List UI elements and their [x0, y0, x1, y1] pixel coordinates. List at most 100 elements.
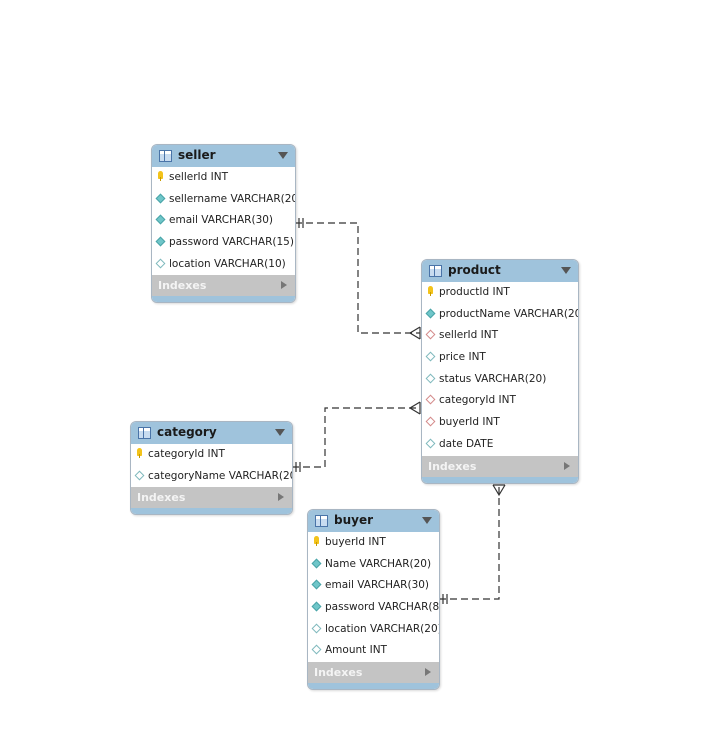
not-null-column-icon: [155, 214, 166, 225]
relationship-seller-product: [295, 222, 420, 334]
column-icon: [311, 644, 322, 655]
column-icon: [311, 623, 322, 634]
table-name: buyer: [334, 513, 374, 527]
relationship-buyer-product: [439, 485, 500, 600]
column-row[interactable]: sellername VARCHAR(20): [152, 189, 295, 211]
table-name: seller: [178, 148, 216, 162]
table-icon: [315, 515, 328, 527]
table-seller[interactable]: seller sellerId INT sellername VARCHAR(20)…: [151, 144, 296, 304]
not-null-column-icon: [311, 558, 322, 569]
table-footer: [422, 476, 578, 483]
indexes-section[interactable]: Indexes: [422, 455, 578, 477]
primary-key-icon: [428, 286, 433, 296]
table-category[interactable]: category categoryId INT categoryName VARCH…: [130, 421, 293, 516]
expand-arrow-icon[interactable]: [425, 668, 431, 677]
column-row[interactable]: email VARCHAR(30): [152, 210, 295, 232]
table-header[interactable]: product: [422, 260, 578, 282]
collapse-arrow-icon[interactable]: [275, 429, 285, 436]
column-label: productName VARCHAR(20): [439, 307, 579, 320]
indexes-section[interactable]: Indexes: [131, 487, 292, 509]
column-row[interactable]: Name VARCHAR(20): [308, 554, 439, 576]
column-row[interactable]: categoryId INT: [422, 390, 578, 412]
column-icon: [425, 373, 436, 384]
collapse-arrow-icon[interactable]: [422, 517, 432, 524]
column-icon: [155, 258, 166, 269]
column-label: sellername VARCHAR(20): [169, 192, 296, 205]
column-label: email VARCHAR(30): [169, 214, 274, 227]
column-label: price INT: [439, 351, 486, 364]
table-footer: [308, 683, 439, 690]
table-footer: [152, 296, 295, 303]
foreign-key-icon: [425, 394, 436, 405]
indexes-label: Indexes: [428, 459, 477, 473]
table-header[interactable]: category: [131, 422, 292, 444]
column-label: sellerId INT: [439, 329, 499, 342]
column-row[interactable]: password VARCHAR(8): [308, 597, 439, 619]
column-icon: [425, 351, 436, 362]
column-row[interactable]: categoryId INT: [131, 444, 292, 466]
expand-arrow-icon[interactable]: [281, 281, 287, 290]
primary-key-icon: [158, 171, 163, 181]
column-row[interactable]: email VARCHAR(30): [308, 575, 439, 597]
table-icon: [138, 427, 151, 439]
table-header[interactable]: seller: [152, 145, 295, 167]
column-label: Name VARCHAR(20): [325, 557, 432, 570]
table-product[interactable]: product productId INT productName VARCHAR(…: [421, 259, 579, 484]
table-footer: [131, 508, 292, 515]
column-label: status VARCHAR(20): [439, 372, 547, 385]
column-row[interactable]: productId INT: [422, 282, 578, 304]
column-row[interactable]: sellerId INT: [422, 325, 578, 347]
table-icon: [429, 265, 442, 277]
collapse-arrow-icon[interactable]: [278, 152, 288, 159]
indexes-label: Indexes: [137, 491, 186, 505]
expand-arrow-icon[interactable]: [564, 461, 570, 470]
column-label: email VARCHAR(30): [325, 579, 430, 592]
column-label: location VARCHAR(10): [169, 257, 286, 270]
column-label: categoryName VARCHAR(20): [148, 469, 293, 482]
not-null-column-icon: [155, 193, 166, 204]
column-row[interactable]: location VARCHAR(20): [308, 619, 439, 641]
table-name: category: [157, 425, 217, 439]
column-label: productId INT: [439, 286, 510, 298]
table-name: product: [448, 263, 501, 277]
primary-key-icon: [314, 536, 319, 546]
foreign-key-icon: [425, 416, 436, 427]
column-row[interactable]: buyerId INT: [422, 412, 578, 434]
indexes-section[interactable]: Indexes: [152, 275, 295, 297]
not-null-column-icon: [425, 308, 436, 319]
foreign-key-icon: [425, 329, 436, 340]
column-row[interactable]: Amount INT: [308, 640, 439, 662]
column-row[interactable]: password VARCHAR(15): [152, 232, 295, 254]
column-row[interactable]: sellerId INT: [152, 167, 295, 189]
collapse-arrow-icon[interactable]: [561, 267, 571, 274]
column-icon: [134, 470, 145, 481]
expand-arrow-icon[interactable]: [278, 493, 284, 502]
column-label: date DATE: [439, 437, 494, 450]
column-row[interactable]: status VARCHAR(20): [422, 369, 578, 391]
column-icon: [425, 438, 436, 449]
column-row[interactable]: date DATE: [422, 434, 578, 456]
column-label: Amount INT: [325, 644, 387, 657]
relationship-category-product: [292, 407, 420, 468]
column-label: categoryId INT: [439, 394, 516, 407]
column-row[interactable]: buyerId INT: [308, 532, 439, 554]
column-label: buyerId INT: [439, 416, 500, 429]
column-row[interactable]: categoryName VARCHAR(20): [131, 466, 292, 488]
column-row[interactable]: location VARCHAR(10): [152, 254, 295, 276]
indexes-label: Indexes: [314, 666, 363, 680]
column-label: sellerId INT: [169, 171, 229, 183]
column-label: location VARCHAR(20): [325, 622, 440, 635]
primary-key-icon: [137, 448, 142, 458]
column-row[interactable]: price INT: [422, 347, 578, 369]
not-null-column-icon: [155, 236, 166, 247]
indexes-section[interactable]: Indexes: [308, 662, 439, 684]
column-row[interactable]: productName VARCHAR(20): [422, 304, 578, 326]
column-label: password VARCHAR(8): [325, 601, 440, 614]
column-label: password VARCHAR(15): [169, 236, 294, 249]
indexes-label: Indexes: [158, 279, 207, 293]
table-buyer[interactable]: buyer buyerId INT Name VARCHAR(20) email VA…: [307, 509, 440, 691]
column-label: categoryId INT: [148, 448, 225, 460]
column-label: buyerId INT: [325, 536, 386, 548]
table-header[interactable]: buyer: [308, 510, 439, 532]
